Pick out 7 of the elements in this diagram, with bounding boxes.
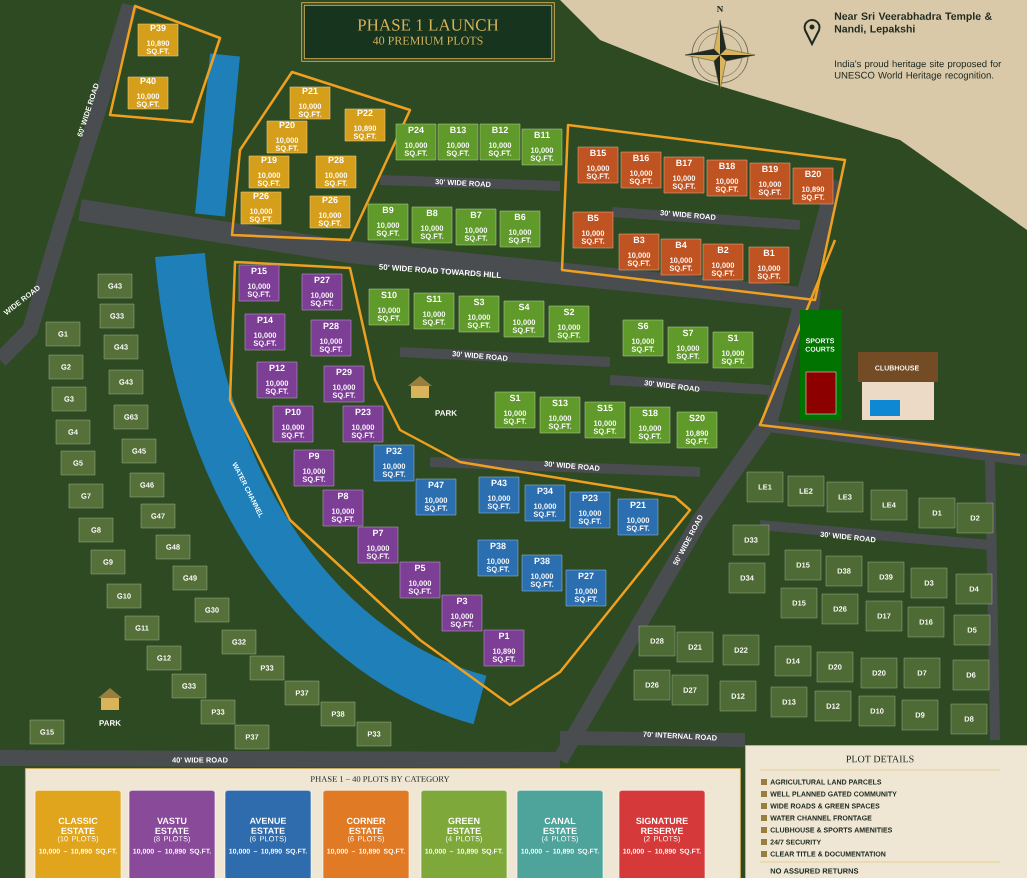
location-note: India's proud heritage site proposed for UNESCO World Heritage recognition.: [834, 60, 1002, 81]
road-label: 50' WIDE ROAD TOWARDS HILL: [379, 264, 501, 278]
title-banner: PHASE 1 LAUNCH 40 PREMIUM PLOTS: [301, 2, 555, 62]
compass-letter: N: [716, 6, 724, 12]
location-text: Near Sri Veerabhadra Temple & Nandi, Lepakshi: [834, 12, 992, 35]
place-label: PARK: [99, 720, 121, 726]
place-label: PARK: [435, 410, 457, 416]
